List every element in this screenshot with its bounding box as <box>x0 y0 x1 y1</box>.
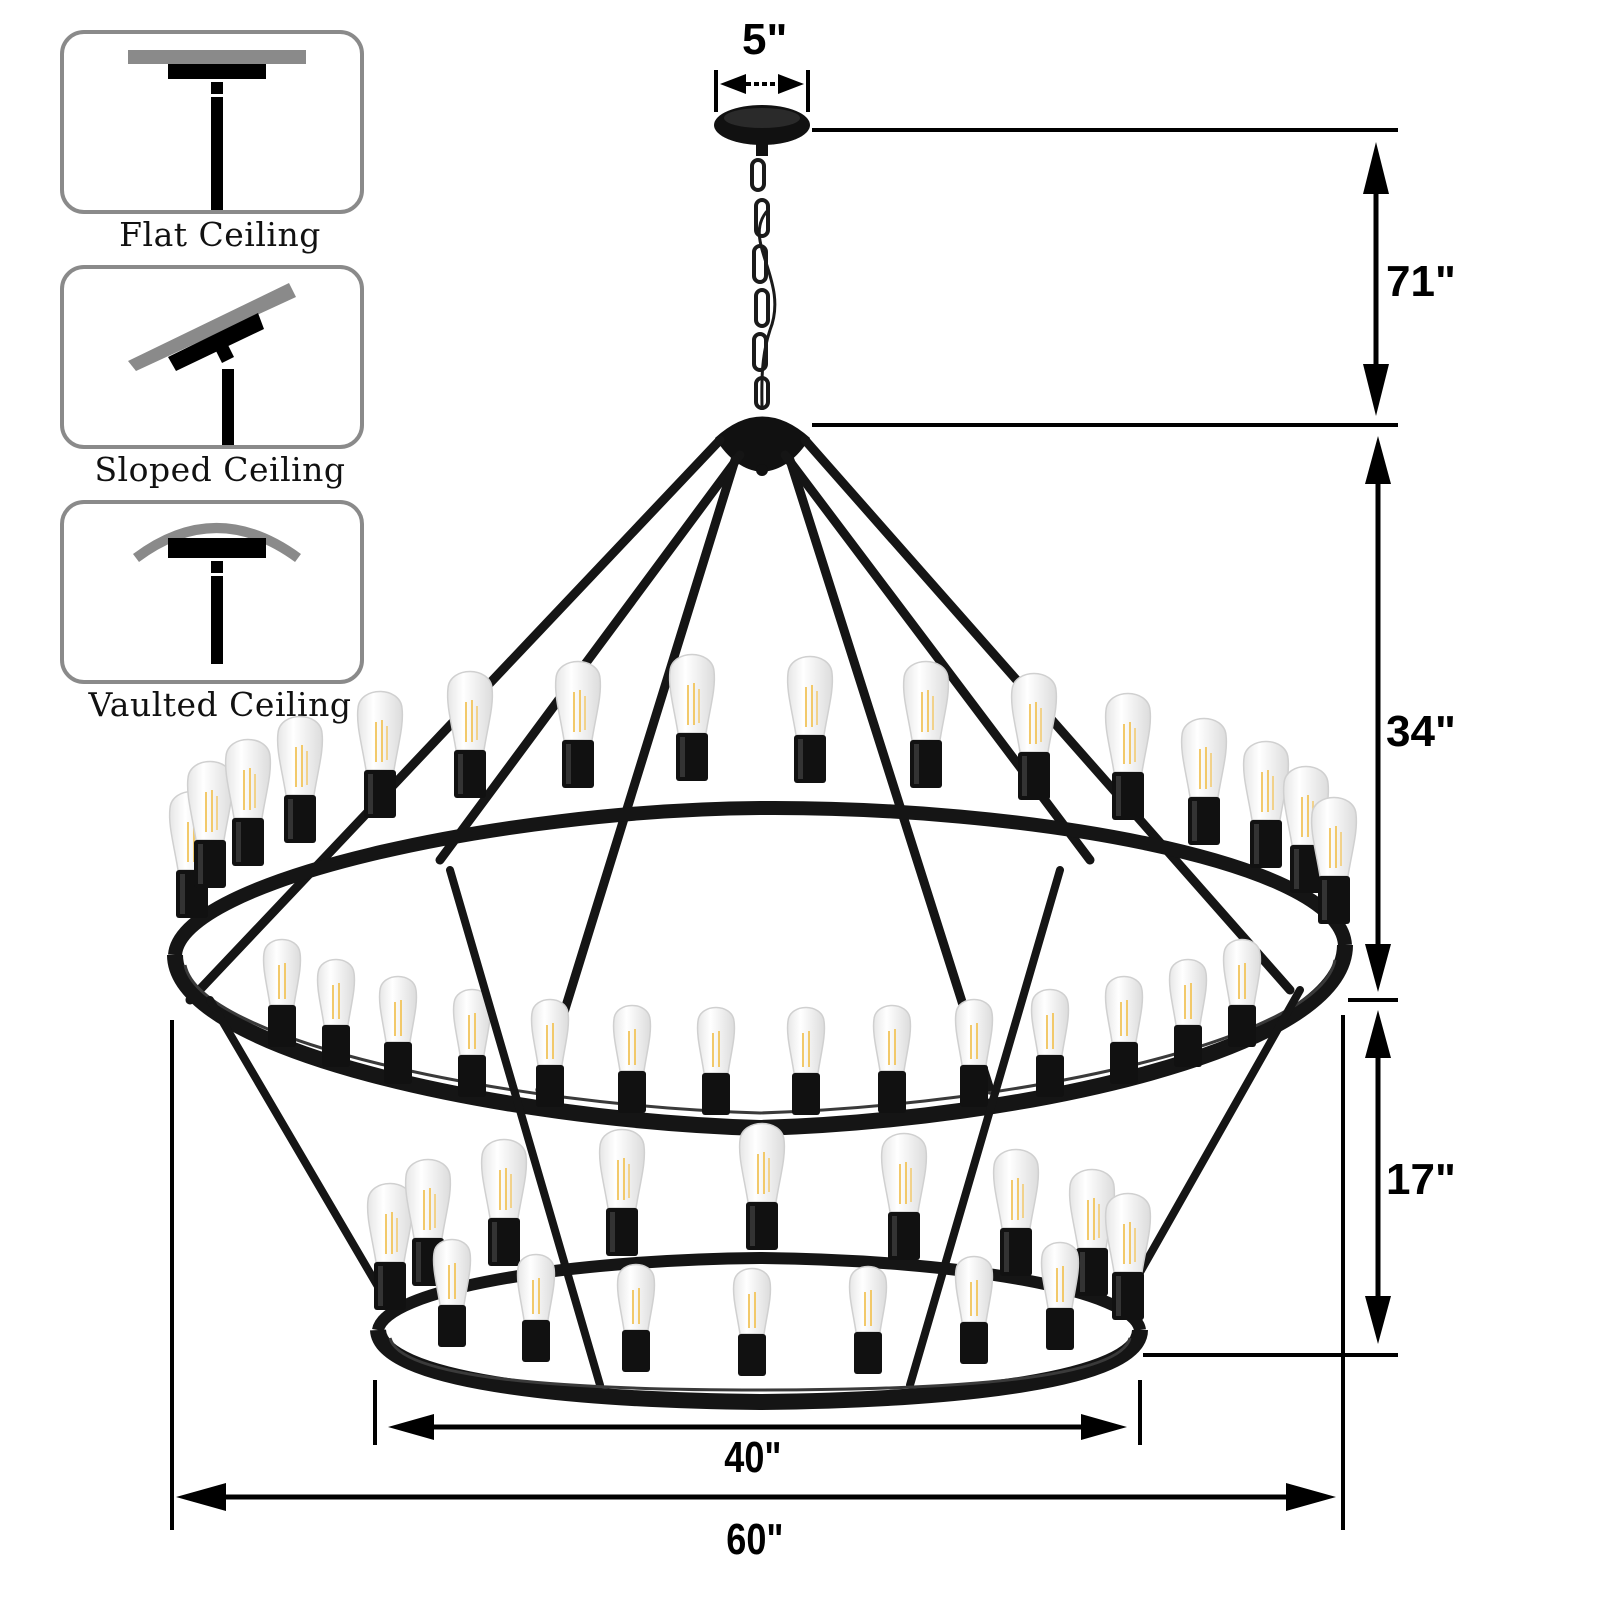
sloped-ceiling-label: Sloped Ceiling <box>94 450 346 489</box>
upper-height-label: 34" <box>1386 707 1456 756</box>
flat-ceiling-label: Flat Ceiling <box>119 215 321 254</box>
lower-tier-height-label: 17" <box>1386 1155 1456 1204</box>
sloped-ceiling-icon <box>60 265 364 449</box>
lower-tier-diameter-label: 40" <box>724 1433 782 1482</box>
upper-tier-back-bulbs <box>168 653 1358 925</box>
canopy-width-label: 5" <box>742 15 788 64</box>
overall-diameter-label: 60" <box>726 1515 784 1564</box>
vaulted-ceiling-icon <box>60 500 364 684</box>
chain-length-label: 71" <box>1386 257 1456 306</box>
canopy-width-dimension <box>714 70 810 112</box>
flat-ceiling-icon <box>60 30 364 214</box>
